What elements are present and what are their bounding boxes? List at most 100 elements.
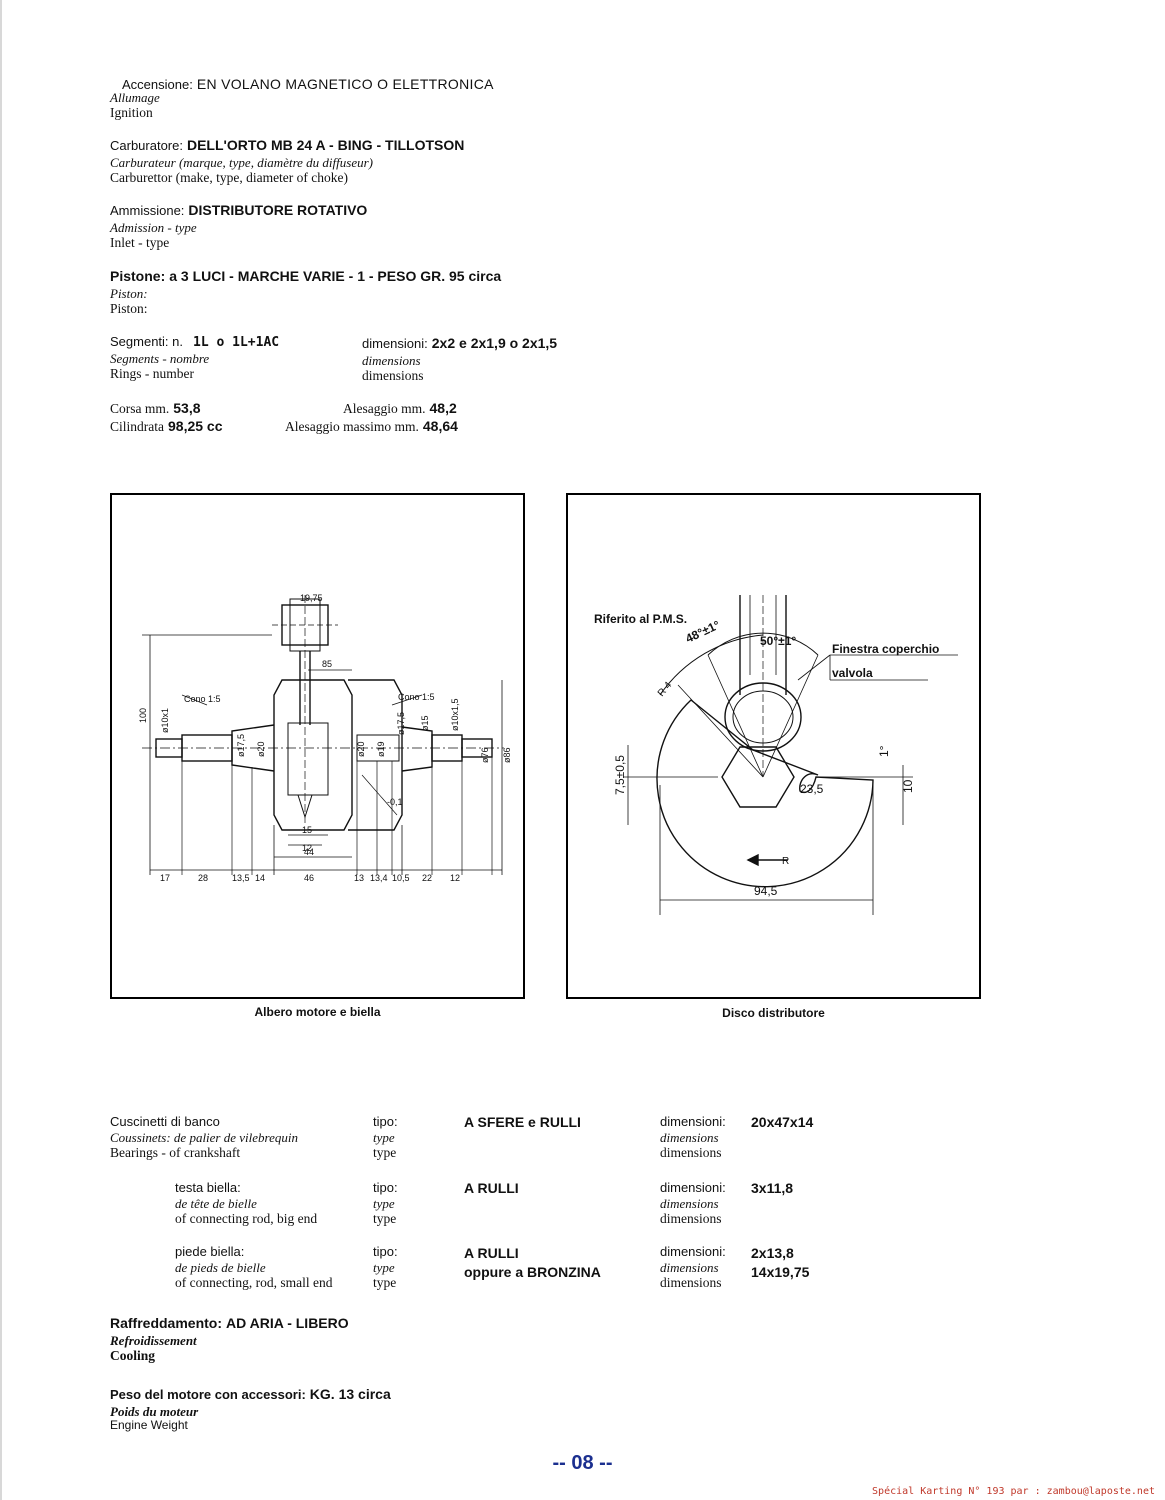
displacement-value: 98,25 cc (168, 418, 223, 434)
tolerance-label: -0,1 (387, 797, 403, 807)
big-end-label: testa biella: (175, 1180, 241, 1195)
ignition-block: Accensione: EN VOLANO MAGNETICO O ELETTR… (110, 76, 494, 120)
cooling-en: Cooling (110, 1348, 156, 1363)
small-end-dim-block: dimensioni: dimensions dimensions (660, 1244, 726, 1290)
disc-outline (656, 699, 874, 888)
rings-dim-value: 2x2 e 2x1,9 o 2x1,5 (431, 335, 558, 351)
stroke-value: 53,8 (173, 400, 201, 416)
dia-10x1: ø10x1 (160, 708, 170, 733)
dia-20-left: ø20 (256, 741, 266, 757)
dim-fr: dimensions (660, 1196, 719, 1211)
rings-fr: Segments - nombre (110, 351, 210, 366)
small-end-dim-values: 2x13,8 14x19,75 (751, 1244, 809, 1282)
dim-46: 46 (304, 873, 314, 883)
cooling-fr: Refroidissement (110, 1333, 197, 1348)
disc-dim-235: 23,5 (800, 782, 824, 796)
crankshaft-figure: Cono 1:5 Cono 1:5 19,75 85 44 46 15 12 -… (110, 493, 525, 999)
dia-15: ø15 (420, 715, 430, 731)
big-end-type-value: A RULLI (464, 1180, 519, 1196)
cooling-block: Raffreddamento: AD ARIA - LIBERO Refroid… (110, 1315, 349, 1363)
disc-dim-10: 10 (901, 779, 915, 793)
main-bearing-dim-block: dimensioni: dimensions dimensions (660, 1114, 726, 1160)
main-bearing-en: Bearings - of crankshaft (110, 1145, 241, 1160)
disc-figure: Riferito al P.M.S. 48°±1° 50°±1° Finestr… (566, 493, 981, 999)
main-bearing-type-value: A SFERE e RULLI (464, 1114, 581, 1130)
disc-drawing: Riferito al P.M.S. 48°±1° 50°±1° Finestr… (594, 595, 958, 915)
weight-block: Peso del motore con accessori: KG. 13 ci… (110, 1386, 391, 1432)
big-end-dim-value: 3x11,8 (751, 1180, 794, 1196)
crank-web-right (348, 679, 403, 831)
piston-fr: Piston: (110, 286, 148, 301)
small-end-dim-value-1: 2x13,8 (751, 1245, 794, 1261)
page-number: -- 08 -- (552, 1452, 613, 1474)
bottom-dimensions: 17 28 13,5 14 13 13,4 10,5 22 12 (160, 873, 460, 883)
bottom-dim: 17 (160, 873, 170, 883)
disc-angle-48: 48°±1° (683, 618, 722, 646)
rings-en: Rings - number (110, 366, 194, 381)
main-bearing-type-block: tipo: type type (373, 1114, 398, 1160)
dia-76: ø76 (480, 747, 490, 763)
dim-15: 15 (302, 825, 312, 835)
rings-dim-fr: dimensions (362, 353, 421, 368)
type-label: tipo: (373, 1180, 398, 1195)
dim-label: dimensioni: (660, 1244, 726, 1259)
crank-web-left (273, 679, 353, 831)
dim-en: dimensions (660, 1275, 722, 1290)
main-bearing-label-block: Cuscinetti di banco Coussinets: de palie… (110, 1114, 298, 1160)
ignition-en: Ignition (110, 105, 153, 120)
bottom-dim: 13,5 (232, 873, 250, 883)
carburettor-value: DELL'ORTO MB 24 A - BING - TILLOTSON (186, 137, 465, 153)
bottom-dim: 13 (354, 873, 364, 883)
disc-radius-label: R 4 (656, 680, 675, 699)
dim-12: 12 (302, 843, 312, 853)
max-bore-value: 48,64 (422, 418, 458, 434)
piston-block: Pistone: a 3 LUCI - MARCHE VARIE - 1 - P… (110, 268, 501, 316)
bottom-dim: 14 (255, 873, 265, 883)
max-bore-label: Alesaggio massimo mm. (285, 419, 419, 434)
dim-label: dimensioni: (660, 1180, 726, 1195)
cone-right-label: Cono 1:5 (398, 692, 435, 702)
piston-label: Pistone: (110, 268, 166, 284)
ignition-label: Accensione: (122, 77, 193, 92)
bore-label: Alesaggio mm. (343, 401, 426, 416)
dia-175-right: ø17,5 (396, 712, 406, 735)
piston-value: a 3 LUCI - MARCHE VARIE - 1 - PESO GR. 9… (169, 268, 502, 284)
small-end-label-block: piede biella: de pieds de bielle of conn… (175, 1244, 332, 1290)
big-end-fr: de tête de bielle (175, 1196, 257, 1211)
bottom-dim: 10,5 (392, 873, 410, 883)
bore-value: 48,2 (429, 400, 457, 416)
type-en: type (373, 1145, 397, 1160)
inlet-en: Inlet - type (110, 235, 170, 250)
dim-label: dimensioni: (660, 1114, 726, 1129)
big-end-label-block: testa biella: de tête de bielle of conne… (175, 1180, 317, 1226)
type-fr: type (373, 1196, 395, 1211)
rings-block: Segmenti: n. 1L o 1L+1AC Segments - nomb… (110, 333, 279, 381)
small-end-label: piede biella: (175, 1244, 245, 1259)
weight-value: KG. 13 circa (309, 1386, 391, 1402)
bottom-dim: 12 (450, 873, 460, 883)
inlet-fr: Admission - type (110, 220, 197, 235)
dim-en: dimensions (660, 1145, 722, 1160)
rings-dim-label: dimensioni: (362, 336, 428, 351)
dia-19: ø19 (376, 741, 386, 757)
dim-1975: 19,75 (300, 593, 323, 603)
disc-rotation-label: R (782, 856, 789, 867)
ignition-value: EN VOLANO MAGNETICO O ELETTRONICA (196, 76, 494, 92)
disc-dim-945: 94,5 (754, 884, 778, 898)
cone-left-label: Cono 1:5 (184, 694, 221, 704)
weight-label: Peso del motore con accessori: (110, 1387, 306, 1402)
type-fr: type (373, 1130, 395, 1145)
max-bore-line: Alesaggio massimo mm. 48,64 (285, 418, 458, 436)
type-en: type (373, 1275, 397, 1290)
displacement-label: Cilindrata (110, 419, 164, 434)
small-end-type-value-1: A RULLI (464, 1245, 519, 1261)
bore-line: Alesaggio mm. 48,2 (343, 400, 457, 418)
disc-valve-label: valvola (832, 666, 873, 680)
inlet-label: Ammissione: (110, 203, 185, 218)
small-end-type-block: tipo: type type (373, 1244, 398, 1290)
disc-window-label: Finestra coperchio (832, 642, 939, 656)
cooling-label: Raffreddamento: (110, 1315, 223, 1331)
big-end-dim-block: dimensioni: dimensions dimensions (660, 1180, 726, 1226)
dim-en: dimensions (660, 1211, 722, 1226)
crankshaft-caption: Albero motore e biella (254, 1005, 381, 1019)
